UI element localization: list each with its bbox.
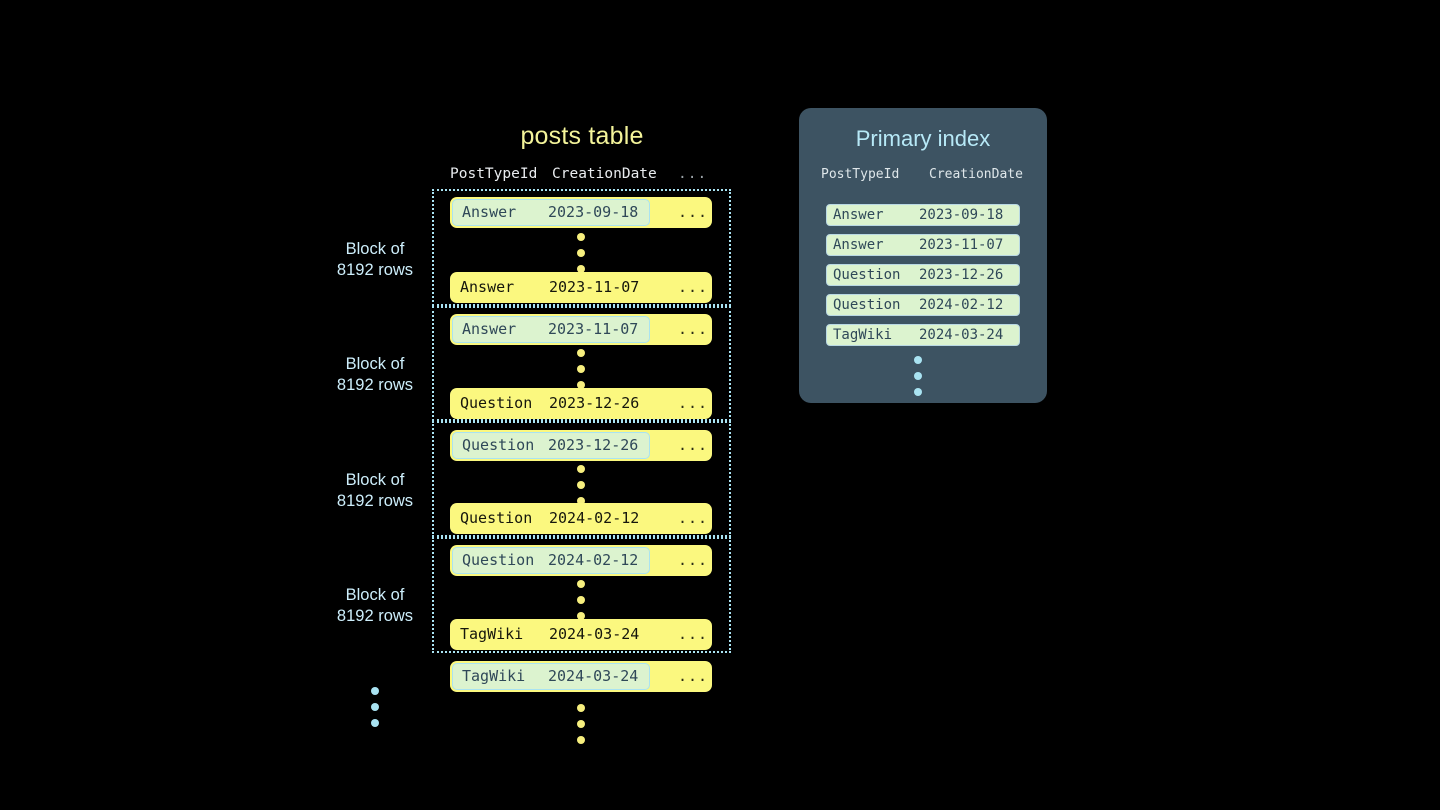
cell-creationdate: 2023-12-26 [548,436,639,454]
table-row: Question 2024-02-12 ... [450,503,712,534]
column-header-creationdate: CreationDate [552,166,657,182]
primary-index-title: Primary index [855,126,991,151]
table-row: Answer 2023-11-07 ... [450,272,712,303]
cell-ellipsis: ... [678,320,709,338]
block-continuation-dots [371,687,381,735]
cell-creationdate: 2023-12-26 [549,394,640,412]
cell-creationdate: 2023-11-07 [548,320,639,338]
block-2-label-line2: 8192 rows [336,376,414,394]
cell-ellipsis: ... [678,625,709,643]
row-highlight-box [452,547,650,574]
cell-creationdate: 2024-03-24 [549,625,640,643]
row-highlight-box [452,316,650,343]
row-ellipsis-dots [577,465,587,513]
cell-ellipsis: ... [678,394,709,412]
block-1-label: Block of 8192 rows [300,239,450,281]
index-column-header-creationdate: CreationDate [929,167,1023,182]
block-3 [432,421,731,537]
index-cell-creationdate: 2023-12-26 [919,267,1004,283]
index-cell-posttypeid: Question [833,267,901,283]
cell-posttypeid: Question [462,551,535,569]
table-continuation-dots [577,704,587,752]
index-row: Question 2023-12-26 [826,264,1020,286]
table-row: Answer 2023-09-18 ... [450,197,712,228]
cell-creationdate: 2024-02-12 [548,551,639,569]
index-cell-posttypeid: TagWiki [833,327,893,343]
cell-posttypeid: TagWiki [460,625,524,643]
index-continuation-dots [914,356,924,404]
index-cell-posttypeid: Answer [833,207,884,223]
block-1-label-line2: 8192 rows [336,261,414,279]
block-3-label: Block of 8192 rows [300,470,450,512]
index-row: Answer 2023-11-07 [826,234,1020,256]
block-3-label-line2: 8192 rows [336,492,414,510]
block-4-label-line2: 8192 rows [336,607,414,625]
table-row: TagWiki 2024-03-24 ... [450,619,712,650]
cell-posttypeid: TagWiki [462,667,526,685]
primary-index-column-headers: PostTypeId CreationDate [821,167,1031,187]
cell-posttypeid: Question [462,436,535,454]
row-highlight-box [452,432,650,459]
posts-table-title: posts table [520,122,644,150]
cell-ellipsis: ... [678,278,709,296]
block-4-label: Block of 8192 rows [300,585,450,627]
table-row: Question 2023-12-26 ... [450,388,712,419]
block-4-label-line1: Block of [345,586,405,604]
index-row: Question 2024-02-12 [826,294,1020,316]
posts-table-column-headers: PostTypeId CreationDate ... [448,166,716,186]
primary-index-panel: Primary index PostTypeId CreationDate An… [799,108,1047,403]
cell-posttypeid: Answer [462,320,517,338]
cell-posttypeid: Answer [462,203,517,221]
index-cell-creationdate: 2024-02-12 [919,297,1004,313]
cell-creationdate: 2023-09-18 [548,203,639,221]
cell-ellipsis: ... [678,436,709,454]
block-2-label-line1: Block of [345,355,405,373]
cell-creationdate: 2024-02-12 [549,509,640,527]
cell-ellipsis: ... [678,551,709,569]
table-row-trailing: TagWiki 2024-03-24 ... [450,661,712,692]
cell-ellipsis: ... [678,667,709,685]
table-row: Answer 2023-11-07 ... [450,314,712,345]
cell-ellipsis: ... [678,509,709,527]
index-cell-creationdate: 2023-09-18 [919,207,1004,223]
row-ellipsis-dots [577,233,587,281]
row-ellipsis-dots [577,580,587,628]
index-row: TagWiki 2024-03-24 [826,324,1020,346]
table-row: Question 2023-12-26 ... [450,430,712,461]
cell-ellipsis: ... [678,203,709,221]
column-header-posttypeid: PostTypeId [450,166,538,182]
row-ellipsis-dots [577,349,587,397]
column-header-ellipsis: ... [678,166,708,182]
index-cell-creationdate: 2024-03-24 [919,327,1004,343]
block-3-label-line1: Block of [345,471,405,489]
block-2-label: Block of 8192 rows [300,354,450,396]
block-2 [432,306,731,421]
cell-posttypeid: Question [460,394,533,412]
index-cell-posttypeid: Answer [833,237,884,253]
table-row: Question 2024-02-12 ... [450,545,712,576]
row-highlight-box [452,199,650,226]
cell-posttypeid: Question [460,509,533,527]
cell-creationdate: 2024-03-24 [548,667,639,685]
row-highlight-box [452,663,650,690]
cell-creationdate: 2023-11-07 [549,278,640,296]
block-4 [432,537,731,653]
block-1 [432,189,731,306]
index-cell-posttypeid: Question [833,297,901,313]
cell-posttypeid: Answer [460,278,515,296]
block-1-label-line1: Block of [345,240,405,258]
index-column-header-posttypeid: PostTypeId [821,167,900,182]
index-cell-creationdate: 2023-11-07 [919,237,1004,253]
index-row: Answer 2023-09-18 [826,204,1020,226]
